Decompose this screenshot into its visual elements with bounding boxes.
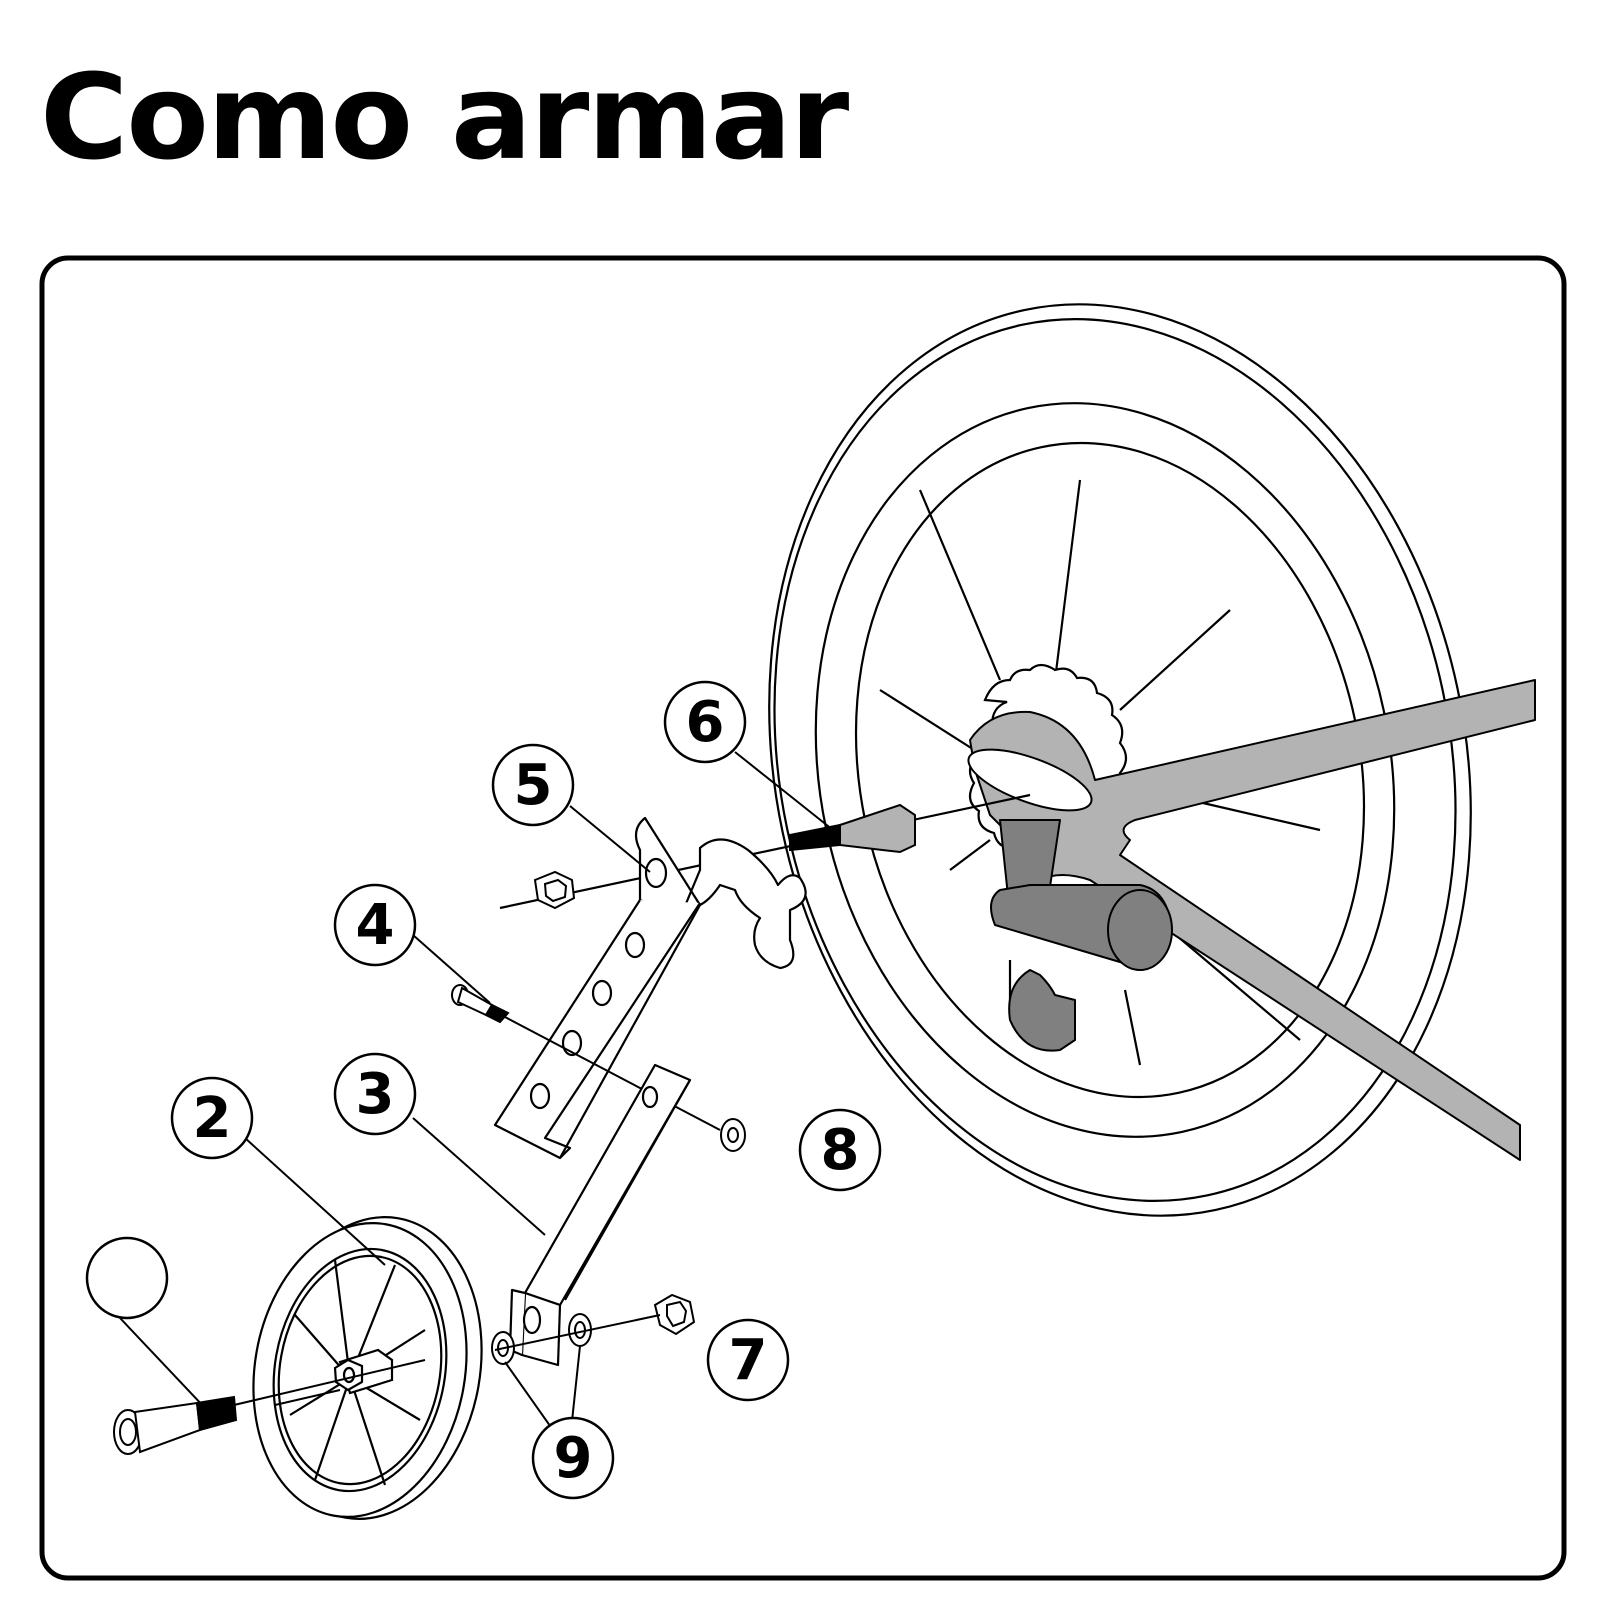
callout-3-label: 3 (356, 1062, 395, 1127)
training-wheel (252, 1216, 483, 1520)
callout-3: 3 (333, 1052, 417, 1136)
callout-6-label: 6 (686, 690, 725, 755)
hex-nut-lower (653, 1293, 696, 1336)
callout-5-label: 5 (514, 753, 553, 818)
callout-6: 6 (663, 680, 747, 764)
lower-axis-line (494, 1314, 661, 1351)
callout-7: 7 (706, 1318, 790, 1402)
callout-2-label: 2 (193, 1086, 232, 1151)
callout-4-label: 4 (356, 893, 395, 958)
wheel-axle-line (499, 793, 1031, 910)
bicycle-frame-dropout (967, 679, 1536, 1161)
axle-nut-part (789, 803, 916, 854)
callout-2: 2 (170, 1076, 254, 1160)
callout-7-label: 7 (729, 1328, 768, 1393)
page-title: Como armar (40, 48, 849, 186)
bolt-axle-line (233, 1359, 426, 1406)
callout-5: 5 (491, 743, 575, 827)
long-bolt (113, 1395, 238, 1455)
bolt-axle-line-2 (274, 1389, 341, 1406)
upper-bracket (493, 816, 807, 1160)
callout-8-label: 8 (821, 1118, 860, 1183)
support-bar (508, 1063, 692, 1367)
callout-4: 4 (333, 883, 417, 967)
washer-part-8 (720, 1118, 746, 1152)
callout-9-label: 9 (554, 1426, 593, 1491)
callout-9: 9 (531, 1416, 615, 1500)
hex-nut-upper (533, 870, 576, 910)
small-bolt (451, 984, 510, 1024)
diagram-frame (39, 255, 1567, 1581)
callout-8: 8 (798, 1108, 882, 1192)
bolt-axis-line (504, 1016, 721, 1131)
callout-1-blank (85, 1236, 169, 1320)
